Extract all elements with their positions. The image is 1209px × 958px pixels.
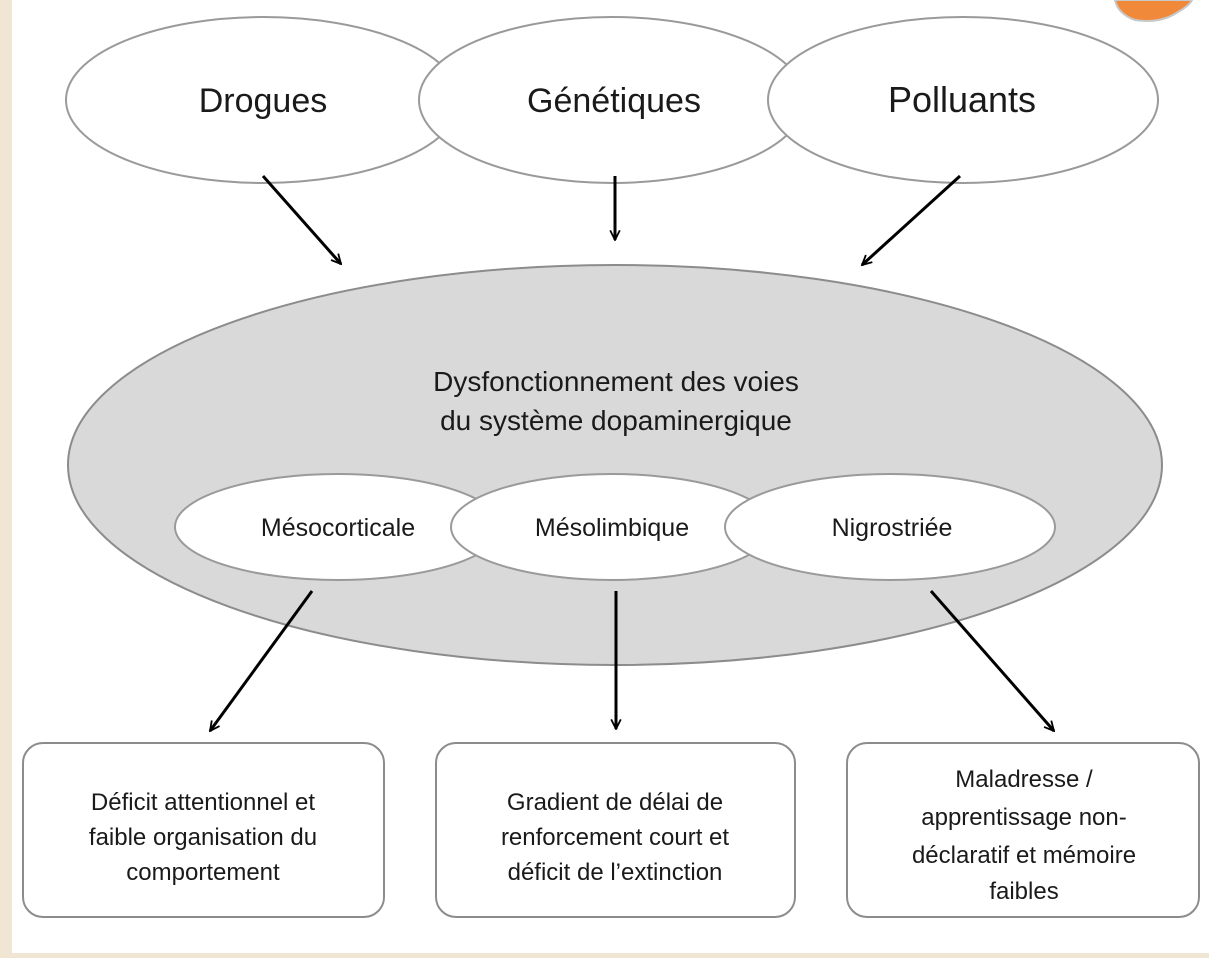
outcome-box-motor-memory: [846, 742, 1200, 918]
outcome-2-line-3: déficit de l’extinction: [508, 859, 723, 886]
cause-label-polluants: Polluants: [888, 79, 1036, 120]
outcome-1-line-3: comportement: [126, 859, 280, 886]
arrow-nigrostriee-to-outcome: [929, 590, 1054, 731]
cause-ellipse-polluants: [767, 16, 1159, 184]
system-title-line2: du système dopaminergique: [440, 405, 792, 436]
outcome-2-line-2: renforcement court et: [501, 824, 729, 851]
outcome-1-line-2: faible organisation du: [89, 824, 317, 851]
arrow-drogues-to-system: [261, 175, 341, 264]
outcome-1-line-1: Déficit attentionnel et: [91, 789, 315, 816]
outcome-box-reinforcement: [435, 742, 796, 918]
cause-label-drogues: Drogues: [199, 82, 328, 120]
outcome-3-line-2: apprentissage non-: [921, 804, 1126, 831]
outcome-3-line-1: Maladresse /: [955, 766, 1093, 793]
pathway-label-nigrostriee: Nigrostriée: [832, 514, 953, 542]
pathway-ellipse-nigrostriee: [724, 473, 1056, 581]
arrow-polluants-to-system: [862, 174, 962, 265]
cause-label-genetiques: Génétiques: [527, 82, 701, 120]
arrow-mesocorticale-to-outcome: [208, 590, 314, 731]
pathway-label-mesocorticale: Mésocorticale: [261, 514, 415, 542]
pathway-label-mesolimbique: Mésolimbique: [535, 514, 689, 542]
outcome-3-line-4: faibles: [989, 878, 1058, 905]
outcome-3-line-3: déclaratif et mémoire: [912, 842, 1136, 869]
corner-logo: [1113, 0, 1194, 22]
system-title-line1: Dysfonctionnement des voies: [433, 366, 799, 397]
outcome-box-attention: [22, 742, 385, 918]
outcome-2-line-1: Gradient de délai de: [507, 789, 723, 816]
